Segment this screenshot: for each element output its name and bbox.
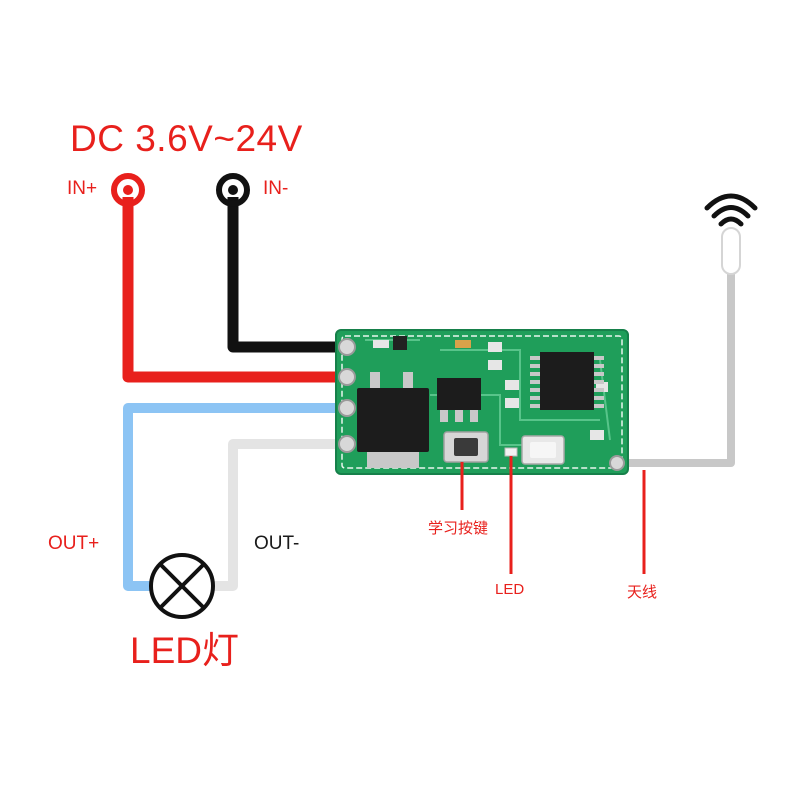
- wifi-signal-icon: [704, 193, 758, 227]
- in-minus-label: IN-: [263, 178, 289, 199]
- terminal-ring-icon: [216, 173, 250, 207]
- learn-button: [443, 431, 489, 463]
- crystal: [521, 435, 565, 465]
- out-plus-wire: [123, 403, 348, 591]
- in-plus-wire: [122, 197, 348, 383]
- out-minus-label: OUT-: [254, 533, 300, 554]
- out-minus-wire: [214, 439, 348, 591]
- in-plus-label: IN+: [67, 178, 98, 199]
- terminal-ring-icon: [111, 173, 145, 207]
- load-label: LED灯: [130, 630, 239, 671]
- lamp-symbol-icon: [149, 553, 215, 619]
- mosfet-chip: [357, 372, 429, 468]
- out-plus-label: OUT+: [48, 533, 100, 554]
- supply-voltage-label: DC 3.6V~24V: [70, 118, 303, 159]
- receiver-pcb: [335, 329, 629, 475]
- antenna-tip: [721, 227, 741, 275]
- in-minus-wire: [227, 197, 348, 353]
- antenna-wire: [618, 262, 735, 467]
- antenna-callout: 天线: [627, 584, 658, 601]
- regulator-chip: [437, 378, 481, 422]
- learn-button-callout: 学习按键: [428, 520, 489, 537]
- indicator-led: [504, 447, 518, 457]
- pcb-pads: [338, 338, 356, 453]
- led-callout: LED: [495, 581, 525, 598]
- mcu-chip: [530, 352, 604, 410]
